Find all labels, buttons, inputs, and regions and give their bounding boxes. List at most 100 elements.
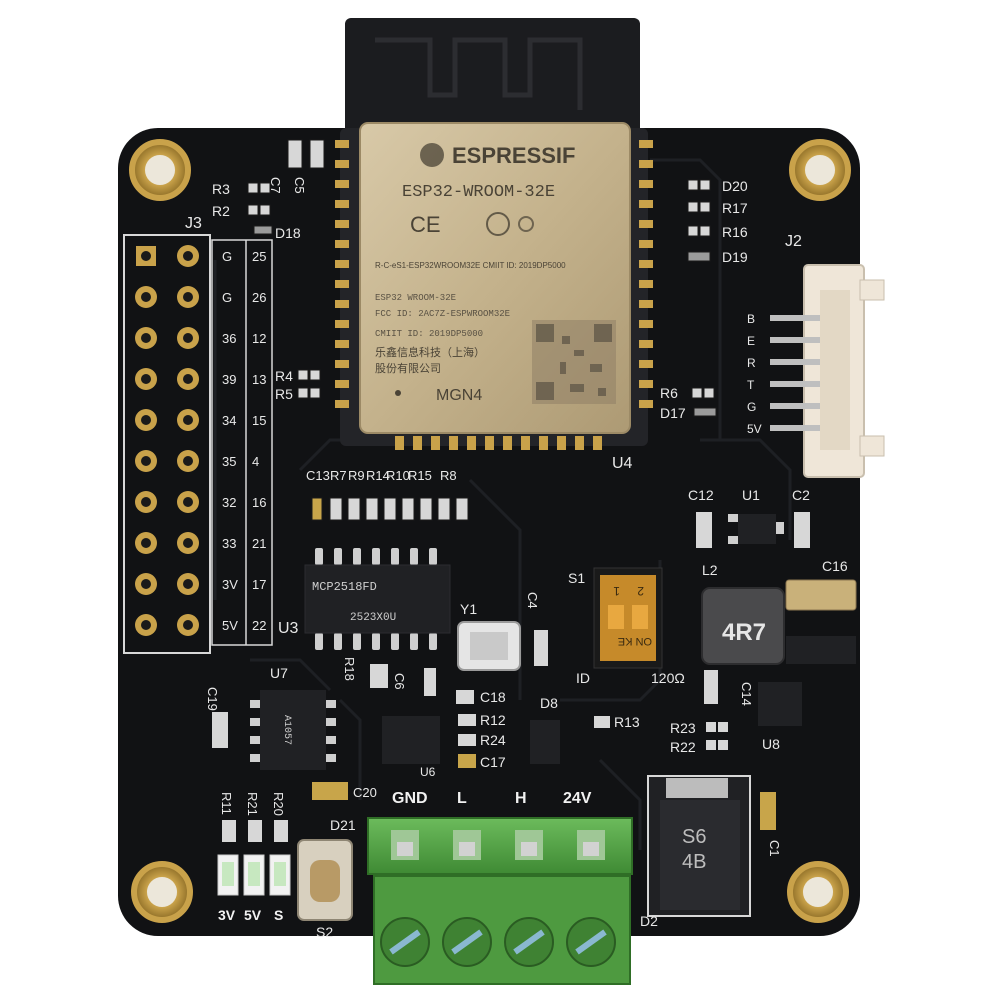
ref-c7: C7 <box>268 177 283 194</box>
ref-c5: C5 <box>292 177 307 194</box>
j3-pin-label-right: 15 <box>252 413 266 428</box>
module-line-1: ESP32 WROOM-32E <box>375 293 456 303</box>
id-label: ID <box>576 670 590 686</box>
ref-r24: R24 <box>480 732 506 748</box>
j2-pin-label: R <box>747 356 756 370</box>
ref-r15: R15 <box>408 468 432 483</box>
ref-s2: S2 <box>316 924 333 940</box>
ref-r3: R3 <box>212 181 230 197</box>
ref-r14: R14 <box>366 468 390 483</box>
ref-d18: D18 <box>275 225 301 241</box>
j3-pin-label-right: 21 <box>252 536 266 551</box>
terminal-label: GND <box>392 790 428 807</box>
ref-r17: R17 <box>722 200 748 216</box>
ref-l2: L2 <box>702 562 718 578</box>
j2-pin <box>770 381 820 387</box>
dip-switch-s1: S1 1 2 ON KE ID 120Ω <box>568 567 685 686</box>
ref-u6: U6 <box>420 765 436 779</box>
module-brand: ESPRESSIF <box>452 143 575 168</box>
ref-r5: R5 <box>275 386 293 402</box>
j3-pin-label-right: 13 <box>252 372 266 387</box>
ref-r13: R13 <box>614 714 640 730</box>
j3-pin-label-left: 5V <box>222 618 238 633</box>
module-line-5: 股份有限公司 <box>375 361 441 375</box>
ref-r21: R21 <box>245 792 260 816</box>
ref-c2: C2 <box>792 487 810 503</box>
ref-c6: C6 <box>392 673 407 690</box>
diode-line-1: S6 <box>682 826 706 848</box>
dip-2: 2 <box>637 584 644 598</box>
j3-pin-label-right: 16 <box>252 495 266 510</box>
ref-r4: R4 <box>275 368 293 384</box>
ref-r8: R8 <box>440 468 457 483</box>
smd-labels: R3 R2 C7 C5 D18 D20 R17 R16 D19 R4 R5 R6… <box>212 177 748 483</box>
j3-pin-label-left: G <box>222 290 232 305</box>
j3-pins <box>135 245 199 636</box>
ref-u8: U8 <box>762 736 780 752</box>
j2-pin-label: B <box>747 312 755 326</box>
j3-pin-label-left: 3V <box>222 577 238 592</box>
j2-pin <box>770 315 820 321</box>
terminal-label: 24V <box>563 790 592 807</box>
j3-pin-label-left: 32 <box>222 495 236 510</box>
j3-pin-label-right: 17 <box>252 577 266 592</box>
espressif-logo-icon <box>420 143 444 167</box>
crystal-y1: Y1 C4 <box>457 592 548 671</box>
j3-pin-label-right: 22 <box>252 618 266 633</box>
j3-pin-label-left: G <box>222 249 232 264</box>
j2-pin <box>770 403 820 409</box>
ref-y1: Y1 <box>460 601 477 617</box>
ce-mark: CE <box>410 212 441 237</box>
ref-c17: C17 <box>480 754 506 770</box>
ref-u1: U1 <box>742 487 760 503</box>
ref-r10: R10 <box>386 468 410 483</box>
antenna-area <box>345 18 640 138</box>
ref-d21: D21 <box>330 817 356 833</box>
ref-c13: C13 <box>306 468 330 483</box>
j2-pin-label: T <box>747 378 755 392</box>
terminal-label: H <box>515 790 527 807</box>
j2-label: J2 <box>785 233 802 250</box>
smd-components <box>247 139 717 521</box>
ref-c4: C4 <box>525 592 540 609</box>
j3-pin-label-left: 39 <box>222 372 236 387</box>
j3-pin-label-right: 4 <box>252 454 259 469</box>
ref-d17: D17 <box>660 405 686 421</box>
ref-c20: C20 <box>353 785 377 800</box>
ref-r2: R2 <box>212 203 230 219</box>
ref-d19: D19 <box>722 249 748 265</box>
can-ic-label: MCP2518FD <box>312 580 377 594</box>
ref-r9: R9 <box>348 468 365 483</box>
can-controller: MCP2518FD 2523X0U R18 C6 <box>304 548 451 696</box>
module-code: MGN4 <box>436 387 482 404</box>
cert-mark-icon <box>486 212 510 236</box>
cert-mark-icon-2 <box>518 216 534 232</box>
ref-r12: R12 <box>480 712 506 728</box>
j3-pin-label-right: 25 <box>252 249 266 264</box>
dip-1: 1 <box>613 584 620 598</box>
regulator-area: C12 U1 C2 L2 C16 4R7 C14 R23 R22 U8 <box>670 487 857 755</box>
j3-pin-label-left: 35 <box>222 454 236 469</box>
ref-u7: U7 <box>270 665 288 681</box>
ref-r11: R11 <box>219 792 234 815</box>
j2-pin <box>770 359 820 365</box>
j2-pin-label: G <box>747 400 756 414</box>
led-label: 3V <box>218 907 236 923</box>
ohm-label: 120Ω <box>651 670 685 686</box>
j3-label: J3 <box>185 215 202 232</box>
lower-left-area: C19 U7 A1057 C20 U6 C18 D8 R12 R13 R24 C… <box>205 665 640 800</box>
ref-c16: C16 <box>822 558 848 574</box>
inductor-label: 4R7 <box>722 619 766 646</box>
j3-pin-label-left: 36 <box>222 331 236 346</box>
ref-r18: R18 <box>342 657 357 681</box>
ref-r20: R20 <box>271 792 286 816</box>
ref-d20: D20 <box>722 178 748 194</box>
ref-r23: R23 <box>670 720 696 736</box>
